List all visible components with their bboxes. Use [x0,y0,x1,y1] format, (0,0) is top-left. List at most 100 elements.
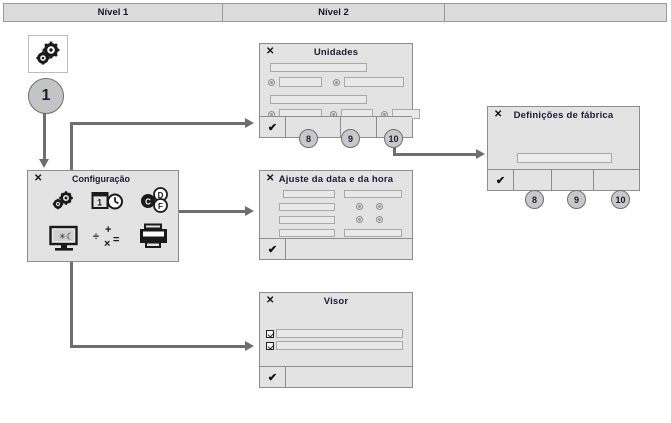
header-label-nivel-1: Nível 1 [97,7,129,18]
connector-config-to-unidades-vertical [70,122,73,188]
unidades-close-icon[interactable]: ✕ [266,46,275,57]
visor-option-row-1[interactable] [266,329,403,338]
connector-start-arrow [39,159,49,168]
datahora-radio-2[interactable] [376,203,383,210]
svg-text:1: 1 [97,197,102,207]
fabrica-footer-cell-3[interactable] [552,170,594,190]
fabrica-footer-cell-4[interactable] [594,170,639,190]
datahora-field-right-2[interactable] [344,229,402,237]
unidades-option-row-1[interactable] [268,77,404,87]
unidades-radio-1[interactable] [268,78,275,86]
fabrica-close-icon[interactable]: ✕ [494,109,503,120]
connector-datahora-arrow [245,206,254,216]
datahora-radio-row-2[interactable] [356,216,383,223]
unidades-title: Unidades [313,47,359,58]
datahora-close-icon[interactable]: ✕ [266,173,275,184]
check-icon: ✔ [267,121,278,134]
datahora-ok-button[interactable]: ✔ [260,239,286,259]
badge-fabrica-8-label: 8 [531,194,537,205]
connector-start-to-config [43,112,46,160]
badge-unidades-10: 10 [384,129,403,148]
badge-unidades-9: 9 [341,129,360,148]
config-icon-math-operations[interactable]: + ÷ × = [92,223,122,250]
unidades-field-2[interactable] [344,77,404,87]
fabrica-footer-cell-2[interactable] [514,170,552,190]
gears-icon [36,41,60,65]
display-icon: ✳ ☾ [49,225,78,251]
start-gears-icon-box[interactable] [28,35,68,73]
unidades-label-bar-1 [270,63,367,72]
visor-close-icon[interactable]: ✕ [266,295,275,306]
unidades-radio-2[interactable] [333,78,340,86]
config-icon-display[interactable]: ✳ ☾ [48,225,78,251]
svg-text:☾: ☾ [66,232,74,242]
header-column-nivel-1: Nível 1 [4,4,223,21]
datahora-radio-1[interactable] [356,203,363,210]
connector-unidades-to-fabrica-horizontal [393,153,477,156]
visor-checkbox-1[interactable] [266,329,274,338]
header-column-empty [445,4,666,21]
badge-fabrica-9-label: 9 [573,194,579,205]
badge-unidades-10-label: 10 [388,133,399,144]
unidades-footer: ✔ [260,116,412,137]
visor-field-1[interactable] [276,329,403,338]
connector-unidades-to-fabrica-vertical [393,140,396,156]
badge-fabrica-9: 9 [567,190,586,209]
datahora-field-left-4[interactable] [279,229,335,237]
connector-visor-arrow [245,341,254,351]
badge-unidades-8: 8 [299,129,318,148]
svg-text:+: + [105,224,111,236]
config-close-icon[interactable]: ✕ [34,173,43,184]
step-badge-1-label: 1 [41,87,51,104]
dialog-visor[interactable]: ✕ Visor ✔ [259,292,413,388]
unidades-ok-button[interactable]: ✔ [260,117,286,137]
svg-text:C: C [145,198,151,207]
svg-text:=: = [113,234,119,246]
datahora-radio-4[interactable] [376,216,383,223]
fabrica-field-1[interactable] [517,153,612,163]
datahora-footer-cell-2[interactable] [286,239,412,259]
check-icon: ✔ [267,371,278,384]
svg-text:×: × [104,238,110,250]
config-panel[interactable]: ✕ Configuração [27,170,179,262]
badge-fabrica-8: 8 [525,190,544,209]
datahora-field-left-2[interactable] [279,203,335,211]
svg-text:÷: ÷ [93,231,99,243]
datahora-field-right-1[interactable] [344,190,402,198]
unidades-footer-cell-3[interactable] [341,117,377,137]
datahora-field-left-3[interactable] [279,216,335,224]
connector-config-to-unidades-horizontal [70,122,246,125]
badge-unidades-8-label: 8 [305,133,311,144]
badge-fabrica-10: 10 [611,190,630,209]
visor-footer: ✔ [260,366,412,387]
dialog-unidades[interactable]: ✕ Unidades ✔ [259,43,420,138]
fabrica-footer: ✔ [488,169,639,190]
check-icon: ✔ [267,243,278,256]
datahora-title: Ajuste da data e da hora [278,174,394,185]
printer-icon [140,223,167,248]
config-icon-printer[interactable] [138,223,168,248]
svg-text:D: D [158,191,164,200]
visor-footer-cell-2[interactable] [286,367,412,387]
visor-option-row-2[interactable] [266,341,403,350]
config-icon-gears[interactable] [48,189,78,213]
connector-config-to-visor-vertical [70,262,73,348]
badge-unidades-9-label: 9 [347,133,353,144]
datahora-field-left-1[interactable] [283,190,335,198]
badge-fabrica-10-label: 10 [615,194,626,205]
datahora-radio-row-1[interactable] [356,203,383,210]
visor-checkbox-2[interactable] [266,341,274,350]
visor-ok-button[interactable]: ✔ [260,367,286,387]
math-operations-icon: + ÷ × = [93,224,119,250]
visor-field-2[interactable] [276,341,403,350]
temperature-units-icon: C D F [141,187,168,213]
svg-text:F: F [158,202,163,211]
unidades-footer-cell-2[interactable] [286,117,341,137]
datahora-radio-3[interactable] [356,216,363,223]
config-icon-date-time[interactable]: 1 [91,189,123,213]
unidades-field-1[interactable] [279,77,322,87]
config-icon-temperature-units[interactable]: C D F [138,187,168,213]
fabrica-ok-button[interactable]: ✔ [488,170,514,190]
dialog-ajuste-data-hora[interactable]: ✕ Ajuste da data e da hora ✔ [259,170,413,260]
dialog-definicoes-fabrica[interactable]: ✕ Definições de fábrica ✔ [487,106,640,191]
